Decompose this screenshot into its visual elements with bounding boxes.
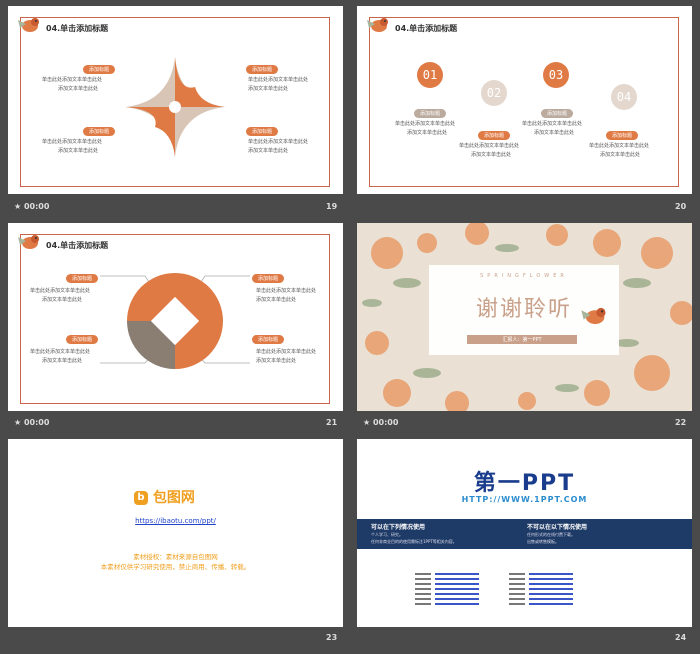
- body-text: 添加文本单击此处: [471, 152, 512, 158]
- can-use-title: 可以在下列情况使用: [371, 524, 426, 531]
- slide-21[interactable]: 04.单击添加标题 添加标题 单击此处添加文本单击此处 添加文本单击此处 添加标…: [8, 223, 343, 411]
- label-pill: 添加标题: [252, 335, 285, 344]
- ring-diagram: [100, 273, 250, 369]
- brand-title: 第一PPT: [473, 471, 576, 496]
- baotu-logo: b 包图网: [134, 487, 195, 507]
- slide-time: ★ 00:00: [14, 418, 50, 427]
- label-pill: 添加标题: [66, 274, 99, 283]
- label-pill: 添加标题: [252, 274, 285, 283]
- label-pill: 添加标题: [414, 109, 447, 118]
- body-text: 单击此处添加文本单击此处: [395, 121, 456, 127]
- body-text: 单击此处添加文本单击此处: [30, 349, 91, 355]
- thanks-heading: 谢谢聆听: [475, 297, 572, 322]
- reporter-label: 汇报人：第一PPT: [467, 335, 577, 344]
- slide-number: 21: [326, 418, 338, 427]
- label-pill: 添加标题: [83, 65, 116, 74]
- cannot-use-item: 任何形式的在线付费下载。: [527, 532, 575, 537]
- body-text: 添加文本单击此处: [248, 148, 289, 154]
- bird-icon: [18, 235, 39, 249]
- slide-20[interactable]: 04.单击添加标题 01 02 03 04 添加标题 单击此处添加文本单击此处 …: [357, 6, 692, 194]
- label-pill: 添加标题: [83, 127, 116, 136]
- slide-time: ★ 00:00: [363, 418, 399, 427]
- slide-frame: [20, 234, 330, 404]
- notice-line: 素材授权：素材来源自包图网: [133, 553, 218, 561]
- step-circle: 02: [481, 80, 507, 106]
- can-use-item: 个人学习、研究。: [371, 532, 403, 537]
- bird-icon: [367, 18, 388, 32]
- label-pill: 添加标题: [66, 335, 99, 344]
- resource-link-list[interactable]: [415, 571, 645, 611]
- body-text: 单击此处添加文本单击此处: [459, 143, 520, 149]
- step-circle: 03: [543, 62, 569, 88]
- body-text: 单击此处添加文本单击此处: [42, 77, 103, 83]
- baotu-link[interactable]: https://ibaotu.com/ppt/: [135, 517, 216, 525]
- slide-number: 19: [326, 202, 338, 211]
- label-pill: 添加标题: [478, 131, 511, 140]
- body-text: 添加文本单击此处: [248, 86, 289, 92]
- slide-time: ★ 00:00: [14, 202, 50, 211]
- body-text: 添加文本单击此处: [58, 148, 99, 154]
- body-text: 添加文本单击此处: [534, 130, 575, 136]
- slide-number: 23: [326, 633, 338, 642]
- slide-24[interactable]: 第一PPT HTTP://WWW.1PPT.COM 可以在下列情况使用 个人学习…: [357, 439, 692, 627]
- body-text: 添加文本单击此处: [58, 86, 99, 92]
- label-pill: 添加标题: [541, 109, 574, 118]
- body-text: 单击此处添加文本单击此处: [30, 288, 91, 294]
- slide-frame: [20, 17, 330, 187]
- label-pill: 添加标题: [246, 65, 279, 74]
- can-use-item: 任何非商业目的的使用需标注1PPT等相关内容。: [371, 539, 457, 544]
- step-circle: 04: [611, 84, 637, 110]
- body-text: 单击此处添加文本单击此处: [248, 77, 309, 83]
- notice-line: 本素材仅供学习研究使用，禁止商用、传播、转载。: [100, 563, 251, 571]
- step-circle: 01: [417, 62, 443, 88]
- slide-title: 04.单击添加标题: [46, 241, 109, 250]
- baotu-icon: b: [134, 491, 148, 505]
- body-text: 添加文本单击此处: [42, 358, 83, 364]
- label-pill: 添加标题: [606, 131, 639, 140]
- slide-23[interactable]: b 包图网 https://ibaotu.com/ppt/ 素材授权：素材来源自…: [8, 439, 343, 627]
- cannot-use-item: 出售或转售模板。: [527, 539, 559, 544]
- slide-19[interactable]: 04.单击添加标题 添加标题 单击此处添加文本单击此处 添加文本单击此处 添加标…: [8, 6, 343, 194]
- body-text: 添加文本单击此处: [600, 152, 641, 158]
- slide-22[interactable]: SPRINGFLOWER 谢谢聆听 汇报人：第一PPT: [357, 223, 692, 411]
- body-text: 添加文本单击此处: [42, 297, 83, 303]
- body-text: 单击此处添加文本单击此处: [589, 143, 650, 149]
- slide-frame: [369, 17, 679, 187]
- bird-icon: [581, 307, 606, 325]
- label-pill: 添加标题: [246, 127, 279, 136]
- body-text: 单击此处添加文本单击此处: [522, 121, 583, 127]
- body-text: 添加文本单击此处: [256, 297, 297, 303]
- star-diagram: [125, 57, 225, 157]
- body-text: 单击此处添加文本单击此处: [256, 288, 317, 294]
- body-text: 单击此处添加文本单击此处: [256, 349, 317, 355]
- floral-background: [357, 223, 692, 411]
- slide-title: 04.单击添加标题: [395, 24, 458, 33]
- usage-banner: [357, 519, 692, 549]
- body-text: 添加文本单击此处: [256, 358, 297, 364]
- cannot-use-title: 不可以在以下情况使用: [527, 524, 588, 531]
- slide-number: 22: [675, 418, 687, 427]
- slide-number: 24: [675, 633, 687, 642]
- body-text: 单击此处添加文本单击此处: [42, 139, 103, 145]
- slide-number: 20: [675, 202, 687, 211]
- spring-flower-subtitle: SPRINGFLOWER: [480, 273, 568, 279]
- slide-title: 04.单击添加标题: [46, 24, 109, 33]
- brand-url[interactable]: HTTP://WWW.1PPT.COM: [461, 495, 588, 504]
- body-text: 单击此处添加文本单击此处: [248, 139, 309, 145]
- bird-icon: [18, 18, 39, 32]
- body-text: 添加文本单击此处: [407, 130, 448, 136]
